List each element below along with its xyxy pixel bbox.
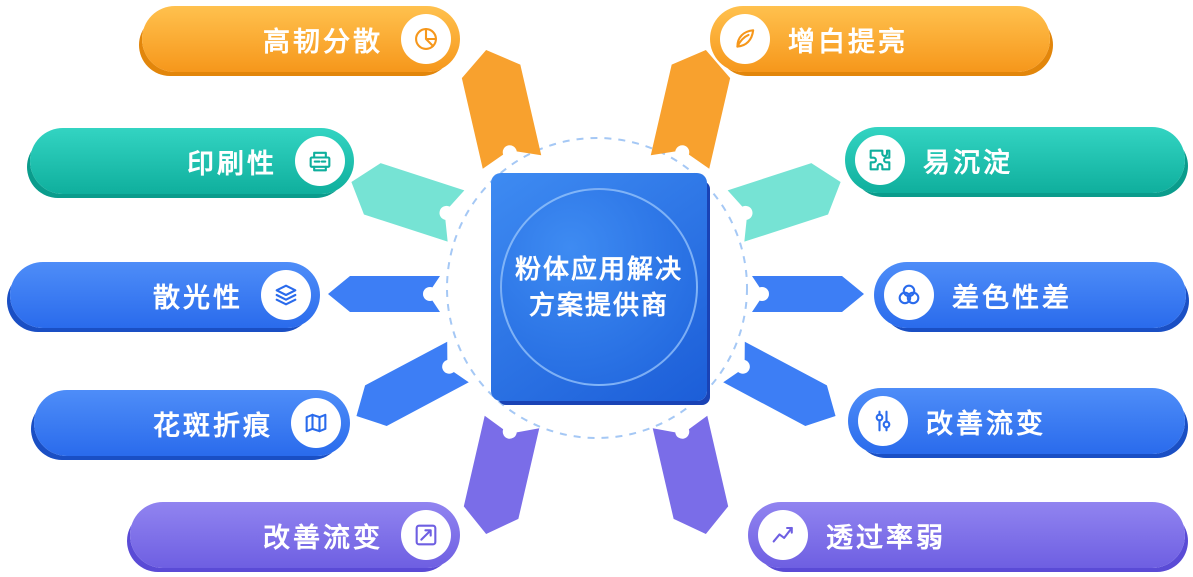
connector-dot [738,205,753,220]
connector-arrow-lower-left [356,341,469,426]
trend-arrow-icon [401,510,451,560]
pill-sanguangxing: 散光性 [10,262,320,328]
map-icon [291,398,341,448]
pill-gaoren-fensan: 高韧分散 [142,6,460,72]
center-title-line2: 方案提供商 [528,290,669,320]
pill-gaishan-liubian-left: 改善流变 [130,502,460,568]
pill-label: 增白提亮 [788,26,908,57]
layers-icon [261,270,311,320]
center-title-line1: 粉体应用解决 [514,253,683,284]
dashed-ring [446,137,748,439]
pill-label: 散光性 [153,282,243,313]
pill-touguolv-ruo: 透过率弱 [748,502,1185,568]
connector-arrow-upper-right [727,163,841,242]
connector-dot [675,424,690,439]
leaf-icon [720,14,770,64]
printer-icon [295,136,345,186]
connector-dot [423,287,437,301]
pill-label: 高韧分散 [263,26,383,57]
color-circles-icon [884,270,934,320]
pie-chart-icon [401,14,451,64]
pill-gaishan-liubian-right: 改善流变 [848,388,1185,454]
connector-arrow-bottom-right [652,415,729,535]
connector-arrow-mid-right [752,276,864,312]
sliders-icon [858,396,908,446]
connector-dot [502,145,517,160]
pill-label: 易沉淀 [923,147,1013,178]
connector-arrow-bottom-left [463,415,540,535]
connector-arrow-lower-right [723,341,836,426]
connector-dot [439,205,454,220]
connector-arrow-top-left [461,49,542,169]
puzzle-icon [855,135,905,185]
connector-arrow-upper-left [351,163,465,242]
line-chart-icon [758,510,808,560]
pill-label: 透过率弱 [826,522,946,553]
pill-yichendian: 易沉淀 [845,127,1185,193]
pill-yinshuaxing: 印刷性 [30,128,354,194]
connector-arrow-top-right [650,49,731,169]
pill-label: 花斑折痕 [153,410,273,441]
pill-chasexing-cha: 差色性差 [874,262,1186,328]
connector-dot [502,424,517,439]
pill-label: 改善流变 [263,522,383,553]
pill-label: 改善流变 [926,408,1046,439]
connector-dot [735,359,750,374]
pill-label: 印刷性 [187,148,277,179]
connector-arrow-mid-left [328,276,440,312]
pill-huaban-zhehen: 花斑折痕 [34,390,350,456]
pill-zengbai-tiliang: 增白提亮 [710,6,1050,72]
center-node: 粉体应用解决 方案提供商 [491,173,707,401]
connector-dot [755,287,769,301]
connector-dot [442,359,457,374]
connector-dot [675,145,690,160]
pill-label: 差色性差 [952,282,1072,313]
center-circle: 粉体应用解决 方案提供商 [500,188,698,386]
